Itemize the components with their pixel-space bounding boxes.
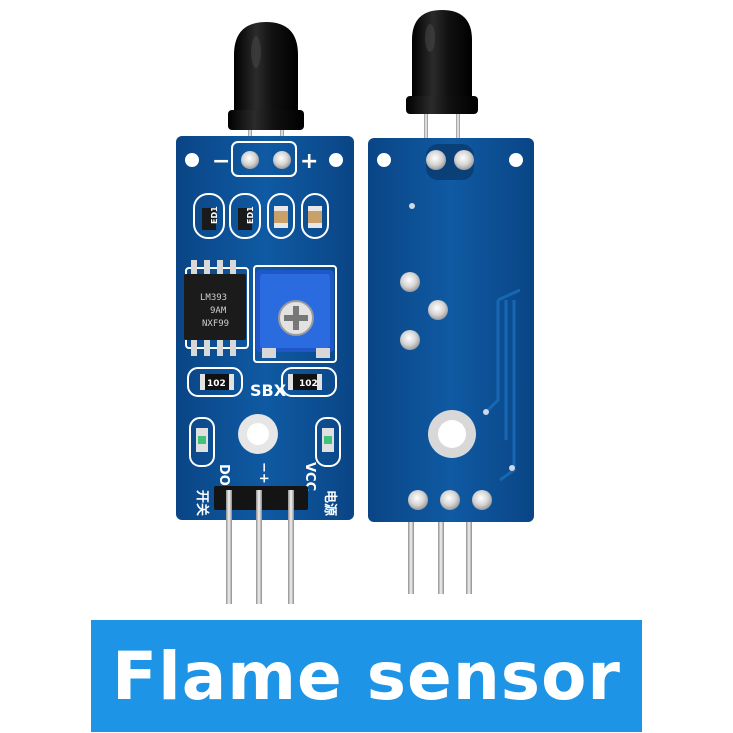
silk-plus: + (300, 149, 318, 174)
mount-hole (185, 153, 199, 167)
silk-ed1-left: ED1 (210, 206, 219, 224)
caption-banner: Flame sensor (91, 620, 642, 732)
silk-minus: − (212, 149, 230, 174)
silk-label-switch: 开关 (194, 490, 210, 516)
front-flame-led (228, 22, 304, 146)
front-board: − + ED1 ED1 (176, 22, 354, 604)
silk-pin-vcc: VCC (302, 462, 317, 491)
silk-pot-mark: SBX (250, 381, 287, 400)
product-photo: − + ED1 ED1 (176, 10, 534, 604)
silk-pin-do: DO (216, 464, 231, 486)
front-header-pins (214, 486, 308, 604)
back-header-pins (408, 522, 472, 594)
silk-ed1-right: ED1 (246, 206, 255, 224)
silk-label-power: 电源 (322, 490, 338, 516)
back-flame-led (406, 10, 478, 140)
silk-pin-gnd: −+ (256, 462, 271, 484)
back-board (368, 10, 534, 594)
caption-title: Flame sensor (112, 637, 621, 715)
lm393-chip: LM393 9AM NXF99 (184, 260, 249, 356)
chip-line3: NXF99 (202, 319, 229, 329)
chip-line1: LM393 (200, 293, 227, 303)
back-pcb (368, 138, 534, 522)
chip-line2: 9AM (210, 306, 227, 316)
potentiometer (253, 265, 337, 363)
mount-hole (329, 153, 343, 167)
silk-r-left: 102 (207, 379, 226, 389)
silk-r-right: 102 (299, 379, 318, 389)
